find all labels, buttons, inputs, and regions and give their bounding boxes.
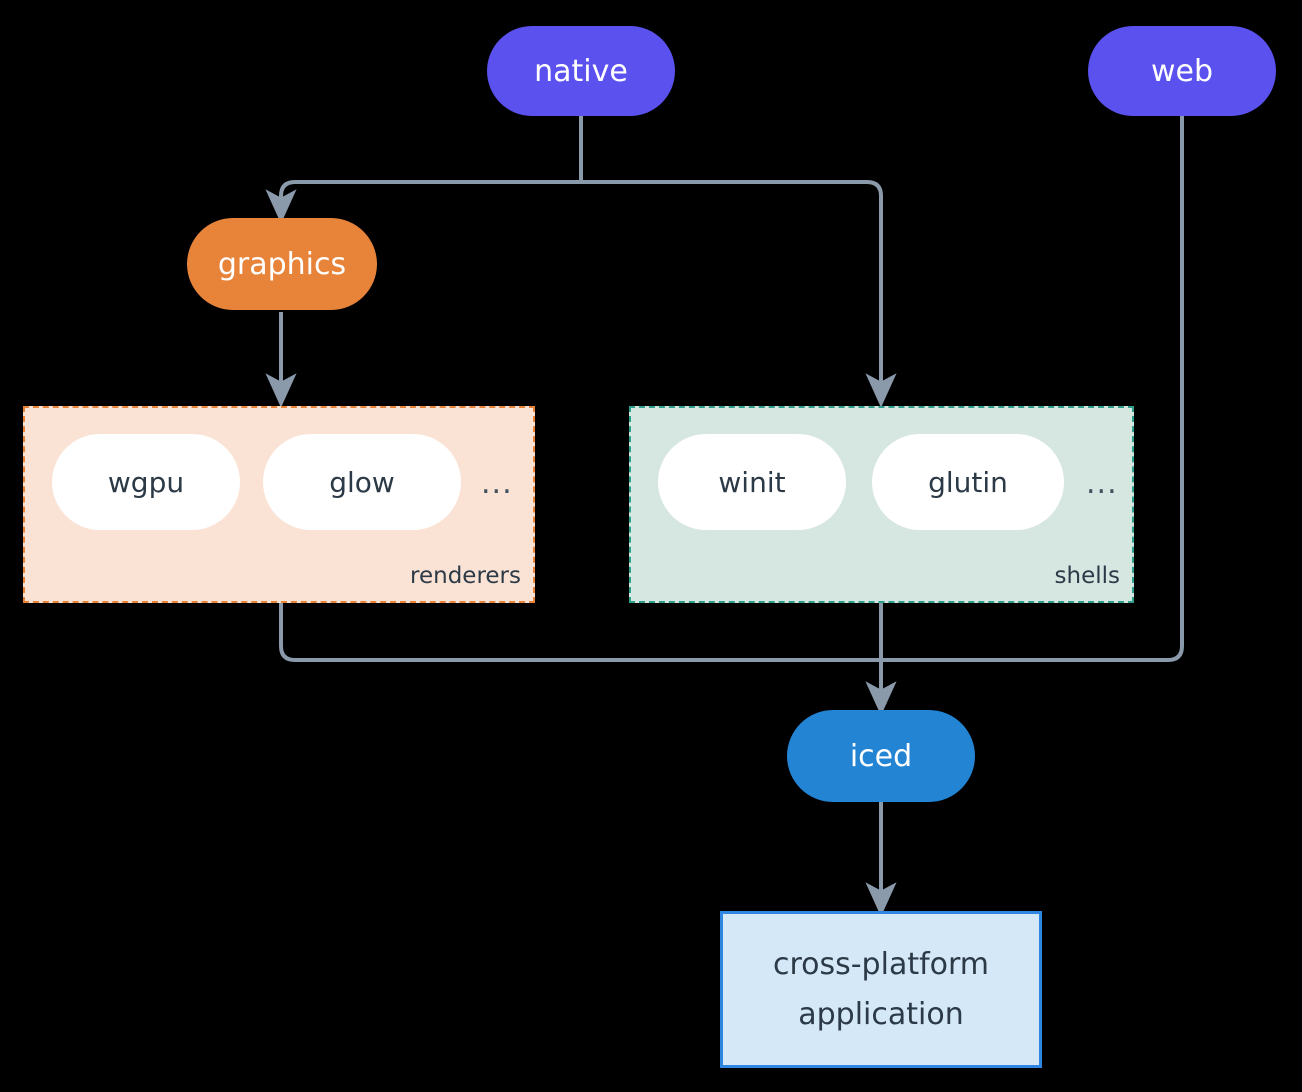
node-graphics-label: graphics xyxy=(217,246,347,282)
application-label: cross-platform application xyxy=(773,940,989,1039)
node-iced[interactable]: iced xyxy=(787,710,975,802)
node-web[interactable]: web xyxy=(1088,26,1276,116)
node-glow-label: glow xyxy=(329,465,395,499)
edge-native-to-shells xyxy=(581,180,897,408)
group-shells: winit glutin ... shells xyxy=(629,406,1134,603)
renderers-ellipsis: ... xyxy=(481,466,513,501)
node-glutin[interactable]: glutin xyxy=(872,434,1064,530)
application-label-line1: cross-platform xyxy=(772,947,990,982)
node-wgpu-label: wgpu xyxy=(107,465,185,499)
node-winit-label: winit xyxy=(718,465,786,499)
node-cross-platform-application[interactable]: cross-platform application xyxy=(720,911,1042,1068)
group-renderers: wgpu glow ... renderers xyxy=(23,406,535,603)
edge-renderers-to-iced xyxy=(279,603,881,662)
node-wgpu[interactable]: wgpu xyxy=(52,434,240,530)
node-iced-label: iced xyxy=(849,738,913,774)
shells-ellipsis: ... xyxy=(1086,466,1118,501)
application-label-line2: application xyxy=(798,996,964,1032)
edge-native-to-graphics xyxy=(265,180,581,224)
node-winit[interactable]: winit xyxy=(658,434,846,530)
group-renderers-label: renderers xyxy=(410,563,521,589)
node-native-label: native xyxy=(534,53,628,89)
node-web-label: web xyxy=(1150,53,1214,89)
node-native[interactable]: native xyxy=(487,26,675,116)
node-glow[interactable]: glow xyxy=(263,434,461,530)
node-graphics[interactable]: graphics xyxy=(187,218,377,310)
group-shells-label: shells xyxy=(1054,563,1120,589)
node-glutin-label: glutin xyxy=(928,465,1008,499)
